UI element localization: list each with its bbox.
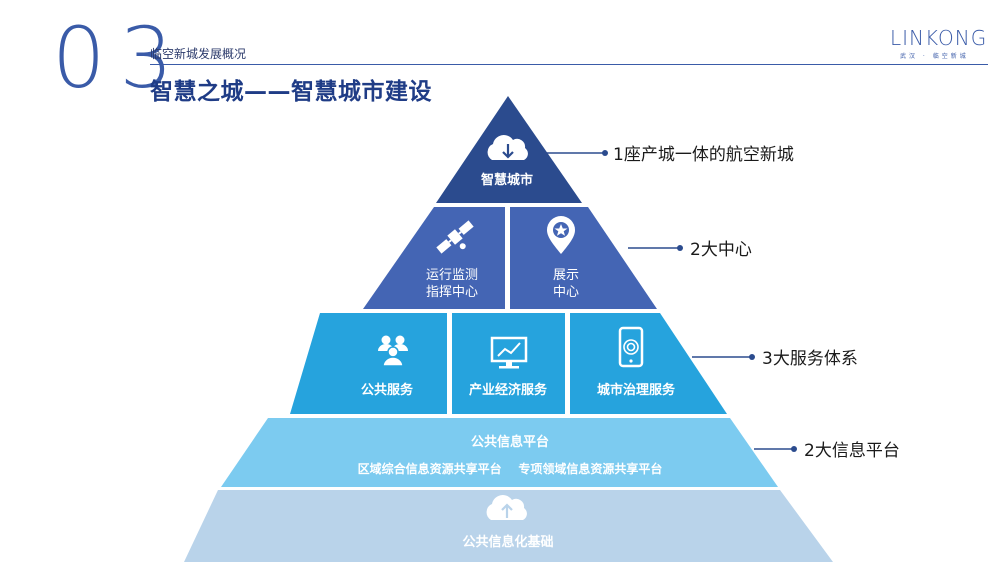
- tier4-platform: [221, 418, 778, 487]
- logo-subtitle: 武汉 · 临空新城: [900, 53, 969, 60]
- callout-connector-4: [754, 446, 797, 452]
- monitor-chart-icon: [490, 336, 528, 369]
- tier2-cell-2-label-line2: 中心: [553, 285, 579, 300]
- header-divider: [150, 64, 988, 65]
- tier5-label: 公共信息化基础: [462, 534, 553, 550]
- map-pin-star-icon: [547, 216, 575, 254]
- tier2-cell-2: [510, 207, 657, 309]
- tier2-cell-1: [363, 207, 505, 309]
- tier2-cell-1-label-line2: 指挥中心: [426, 285, 478, 300]
- tier5-base: [184, 490, 833, 562]
- page-title: 智慧之城——智慧城市建设: [150, 79, 432, 105]
- section-subtitle: 临空新城发展概况: [150, 47, 247, 61]
- callout-text-3: 3大服务体系: [762, 349, 858, 369]
- people-group-icon: [378, 335, 408, 367]
- smartphone-icon: [618, 326, 644, 368]
- tier4-label: 公共信息平台: [471, 434, 549, 450]
- tier3-cell-1: [290, 313, 447, 414]
- callout-connector-3: [692, 354, 755, 360]
- tier2-cell-2-label-line1: 展示: [553, 268, 579, 283]
- tier3-cell-3-label: 城市治理服务: [597, 382, 676, 398]
- satellite-icon: [436, 220, 474, 254]
- logo-word: LINKONG: [890, 26, 988, 50]
- callout-text-1: 1座产城一体的航空新城: [613, 145, 794, 165]
- callout-connector-2: [628, 245, 683, 251]
- callout-text-4: 2大信息平台: [804, 441, 900, 461]
- logo: LINKONG 武汉 · 临空新城: [890, 26, 990, 60]
- tier3-cell-3: [570, 313, 727, 414]
- cloud-download-icon: [487, 135, 528, 160]
- tier3-cell-2-label: 产业经济服务: [469, 382, 548, 398]
- callout-connector-1: [546, 150, 608, 156]
- tier1-label: 智慧城市: [481, 172, 533, 188]
- tier2-cell-1-label-line1: 运行监测: [426, 268, 478, 283]
- cloud-upload-icon: [486, 495, 527, 520]
- tier4-sublabel: 区域综合信息资源共享平台 专项领域信息资源共享平台: [358, 461, 663, 476]
- callout-text-2: 2大中心: [690, 240, 752, 260]
- section-number: 03: [52, 9, 187, 107]
- tier3-cell-1-label: 公共服务: [361, 382, 414, 398]
